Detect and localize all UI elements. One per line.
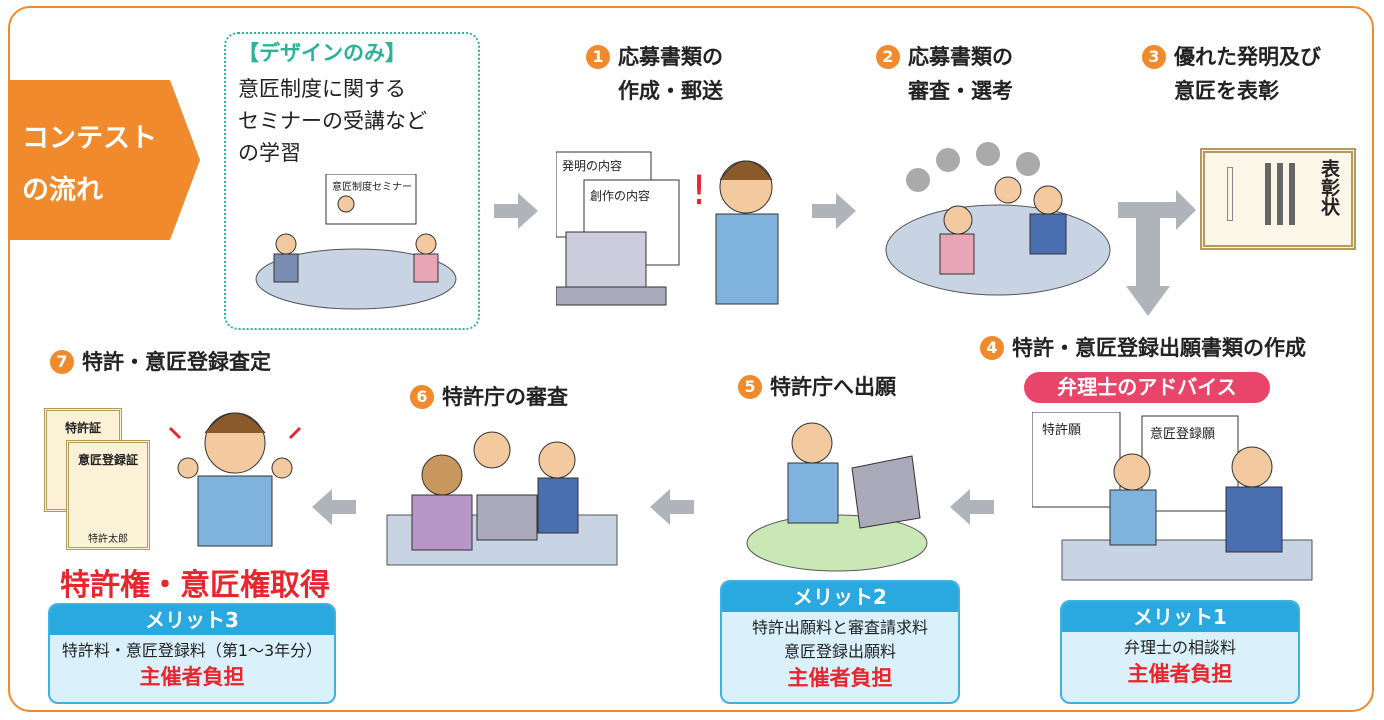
result-title: 特許権・意匠権取得 [60, 568, 330, 603]
flow-tag: コンテスト の流れ [0, 80, 200, 240]
merit-2: メリット2 特許出願料と審査請求料 意匠登録出願料 主催者負担 [720, 580, 960, 704]
merit-3-line1: 特許料・意匠登録料（第1～3年分） [61, 641, 323, 660]
intro-line3: の学習 [238, 141, 301, 165]
merit-2-title: メリット2 [722, 582, 958, 612]
step2-heading: 2 応募書類の [876, 42, 1013, 73]
celebration-scene [168, 412, 302, 547]
arrow-right-1 [494, 193, 538, 229]
step4-heading: 4 特許・意匠登録出願書類の作成 [980, 333, 1306, 364]
step1-line1: 応募書類の [618, 45, 723, 69]
intro-box: 【デザインのみ】 意匠制度に関する セミナーの受講など の学習 意匠制度セミナー [224, 32, 480, 330]
step7-line1: 特許・意匠登録査定 [82, 350, 271, 374]
patent-cert-title: 特許証 [64, 421, 101, 435]
step6-number: 6 [410, 385, 434, 409]
filing-scene [746, 422, 928, 572]
award-certificate: 表彰状 [1200, 148, 1356, 250]
award-title: 表彰状 [1318, 159, 1340, 216]
merit-1-burden: 主催者負担 [1127, 662, 1233, 686]
step1-line2: 作成・郵送 [618, 79, 723, 103]
examination-scene [386, 431, 618, 566]
review-scene [885, 142, 1111, 296]
merit-1-line1: 弁理士の相談料 [1123, 638, 1236, 657]
doc-a-text: 発明の内容 [562, 158, 622, 173]
svg-text:!: ! [691, 168, 707, 214]
step3-line2: 意匠を表彰 [1174, 79, 1279, 103]
merit-3-burden: 主催者負担 [139, 665, 245, 689]
merit-1-title: メリット1 [1062, 602, 1298, 632]
doc-b-text: 創作の内容 [590, 188, 650, 203]
step5-line1: 特許庁へ出願 [770, 375, 896, 399]
step6-heading: 6 特許庁の審査 [410, 382, 568, 413]
merit-3: メリット3 特許料・意匠登録料（第1～3年分） 主催者負担 [48, 603, 336, 704]
merit-2-burden: 主催者負担 [787, 666, 893, 690]
step4-number: 4 [980, 336, 1004, 360]
step4-line1: 特許・意匠登録出願書類の作成 [1012, 336, 1306, 360]
arrow-left-1 [950, 489, 994, 525]
doc4-b-text: 意匠登録願 [1150, 426, 1215, 442]
application-scene: 発明の内容 創作の内容 ! [556, 151, 779, 306]
step7-number: 7 [50, 350, 74, 374]
step3-number: 3 [1142, 45, 1166, 69]
merit-1: メリット1 弁理士の相談料 主催者負担 [1060, 600, 1300, 704]
consultation-scene: 特許願 意匠登録願 [1032, 412, 1313, 581]
intro-line2: セミナーの受講など [238, 109, 427, 133]
advice-badge: 弁理士のアドバイス [1024, 372, 1270, 403]
step6-line1: 特許庁の審査 [442, 385, 568, 409]
intro-line1: 意匠制度に関する [238, 77, 406, 101]
design-certificate: 意匠登録証 特許太郎 [66, 440, 150, 550]
doc4-a-text: 特許願 [1042, 423, 1081, 438]
arrow-branch [1118, 190, 1196, 316]
step7-heading: 7 特許・意匠登録査定 [50, 347, 271, 378]
merit-3-title: メリット3 [50, 605, 334, 635]
arrow-left-2 [650, 489, 694, 525]
step1-heading: 1 応募書類の [586, 42, 723, 73]
step5-heading: 5 特許庁へ出願 [738, 372, 896, 403]
cert-owner: 特許太郎 [88, 534, 128, 545]
step5-number: 5 [738, 375, 762, 399]
tag-line1: コンテスト [22, 123, 157, 154]
intro-title: 【デザインのみ】 [238, 41, 406, 65]
step2-line2: 審査・選考 [908, 79, 1013, 103]
board-text: 意匠制度セミナー [332, 180, 412, 193]
tag-shape [8, 80, 200, 240]
step1-number: 1 [586, 45, 610, 69]
merit-2-line1: 特許出願料と審査請求料 [751, 618, 928, 637]
step2-number: 2 [876, 45, 900, 69]
arrow-right-2 [812, 193, 856, 229]
seminar-scene: 意匠制度セミナー [255, 174, 457, 310]
design-cert-title: 意匠登録証 [77, 453, 138, 467]
merit-2-line2: 意匠登録出願料 [783, 642, 896, 661]
outer-frame [8, 6, 1374, 712]
step3-line1: 優れた発明及び [1174, 45, 1321, 69]
step2-line1: 応募書類の [908, 45, 1013, 69]
arrow-left-3 [312, 489, 356, 525]
step3-heading: 3 優れた発明及び [1142, 42, 1321, 73]
tag-line2: の流れ [22, 175, 103, 206]
